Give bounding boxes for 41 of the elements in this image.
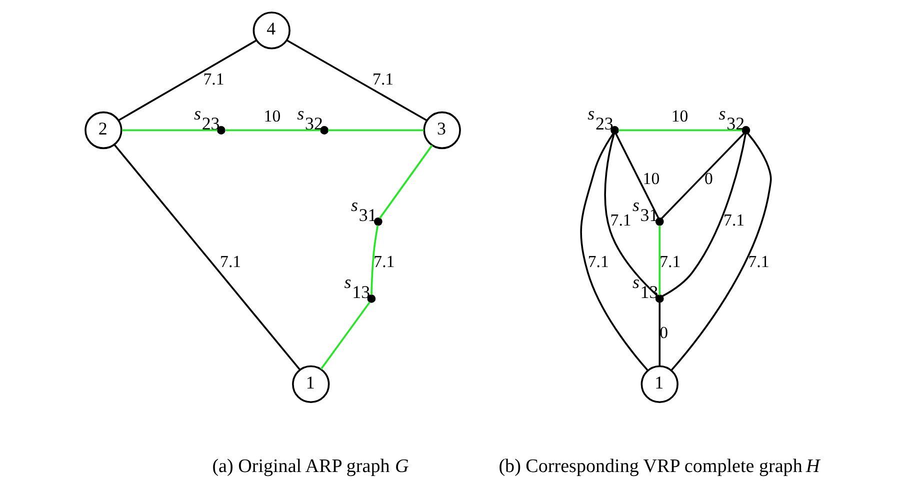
connector xyxy=(604,134,658,296)
edge-label: 0 xyxy=(704,169,712,188)
node-circle: 2 xyxy=(84,111,122,150)
connector xyxy=(286,39,427,122)
connector xyxy=(614,134,659,218)
node-circle: 4 xyxy=(252,12,290,50)
edge-label: 7.1 xyxy=(610,210,631,230)
connector xyxy=(224,129,320,132)
edge-label: 7.1 xyxy=(723,210,744,230)
edge-label: 7.1 xyxy=(202,69,224,88)
label: (a) Original ARP graph G xyxy=(212,456,408,477)
connector xyxy=(580,133,648,372)
connector xyxy=(670,133,772,371)
connector xyxy=(113,144,300,370)
connector xyxy=(661,134,746,297)
connector xyxy=(118,40,256,122)
edge-label: 10 xyxy=(263,106,280,126)
edge-label: 7.1 xyxy=(587,252,608,272)
edge-label: 10 xyxy=(670,106,688,126)
edge-label: 7.1 xyxy=(372,69,394,88)
connector xyxy=(370,225,378,295)
connector xyxy=(660,132,744,219)
edge-label: 7.1 xyxy=(659,252,680,272)
connector xyxy=(121,129,217,132)
edge-label: 7.1 xyxy=(220,252,241,272)
node-circle: 3 xyxy=(422,111,460,150)
edge-label: 7.1 xyxy=(373,252,394,272)
node-dot xyxy=(654,217,664,226)
connector xyxy=(378,144,432,219)
label: (b) Corresponding VRP complete graph H xyxy=(498,456,820,477)
connector xyxy=(328,129,424,132)
node-circle: 1 xyxy=(640,365,678,404)
edge-label: 0 xyxy=(659,323,668,342)
edge-label: 10 xyxy=(642,169,660,188)
connector xyxy=(658,226,660,296)
connector xyxy=(658,302,660,366)
connector xyxy=(320,302,370,370)
edge-label: 7.1 xyxy=(748,252,769,272)
connector xyxy=(618,129,742,132)
node-dot xyxy=(373,217,382,226)
node-circle: 1 xyxy=(292,365,330,404)
